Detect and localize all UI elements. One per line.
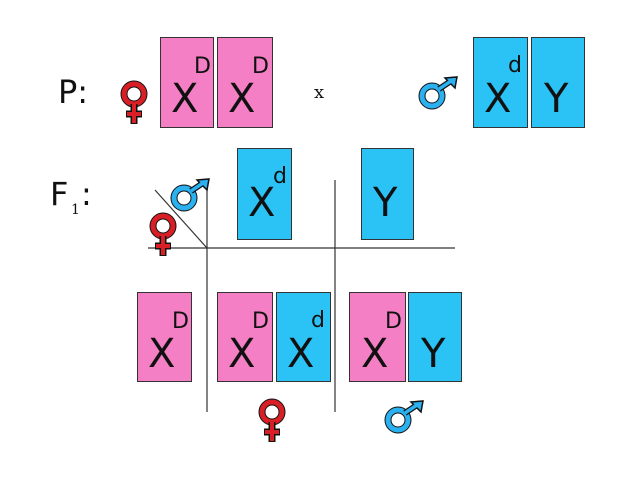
female-symbol-icon [258, 398, 286, 442]
allele-letter: X [148, 331, 176, 377]
allele-superscript: D [172, 309, 189, 334]
allele-superscript: d [273, 164, 287, 189]
allele-letter: X [228, 331, 256, 377]
allele-superscript: d [508, 53, 522, 78]
column-header-allele-box-2: Y [361, 148, 414, 240]
offspring-male-allele-box-1: X D [349, 292, 406, 382]
f1-colon: : [81, 175, 92, 213]
offspring-female-allele-box-1: X D [217, 292, 273, 382]
allele-letter: Y [544, 76, 569, 122]
offspring-male-allele-box-2: Y [408, 292, 462, 382]
f1-generation-label: F [50, 175, 69, 213]
p-generation-label: P: [58, 73, 89, 111]
allele-letter: X [287, 331, 315, 377]
male-symbol-icon [418, 76, 458, 110]
offspring-female-allele-box-2: X d [276, 292, 331, 382]
male-symbol-icon [170, 178, 210, 212]
grid-diagonal-line [154, 189, 208, 249]
female-symbol-icon [149, 212, 177, 256]
f1-subscript: 1 [71, 202, 80, 218]
allele-letter: X [484, 76, 512, 122]
allele-letter: Y [421, 331, 446, 377]
allele-letter: X [171, 76, 199, 122]
allele-letter: X [361, 331, 389, 377]
female-symbol-icon [120, 80, 148, 124]
allele-superscript: D [252, 309, 269, 334]
column-header-allele-box-1: X d [237, 148, 292, 240]
male-symbol-icon [384, 400, 424, 434]
row-header-allele-box: X D [137, 292, 192, 382]
parent-female-allele-box-2: X D [217, 37, 273, 128]
allele-letter: X [228, 76, 256, 122]
allele-superscript: D [385, 309, 402, 334]
parent-female-allele-box-1: X D [160, 37, 214, 128]
allele-superscript: D [252, 54, 269, 79]
allele-superscript: D [194, 54, 211, 79]
allele-letter: X [248, 180, 276, 226]
parent-male-allele-box-1: X d [473, 37, 528, 128]
cross-symbol: x [314, 82, 325, 103]
parent-male-allele-box-2: Y [531, 37, 585, 128]
allele-superscript: d [311, 308, 325, 333]
allele-letter: Y [373, 180, 398, 226]
